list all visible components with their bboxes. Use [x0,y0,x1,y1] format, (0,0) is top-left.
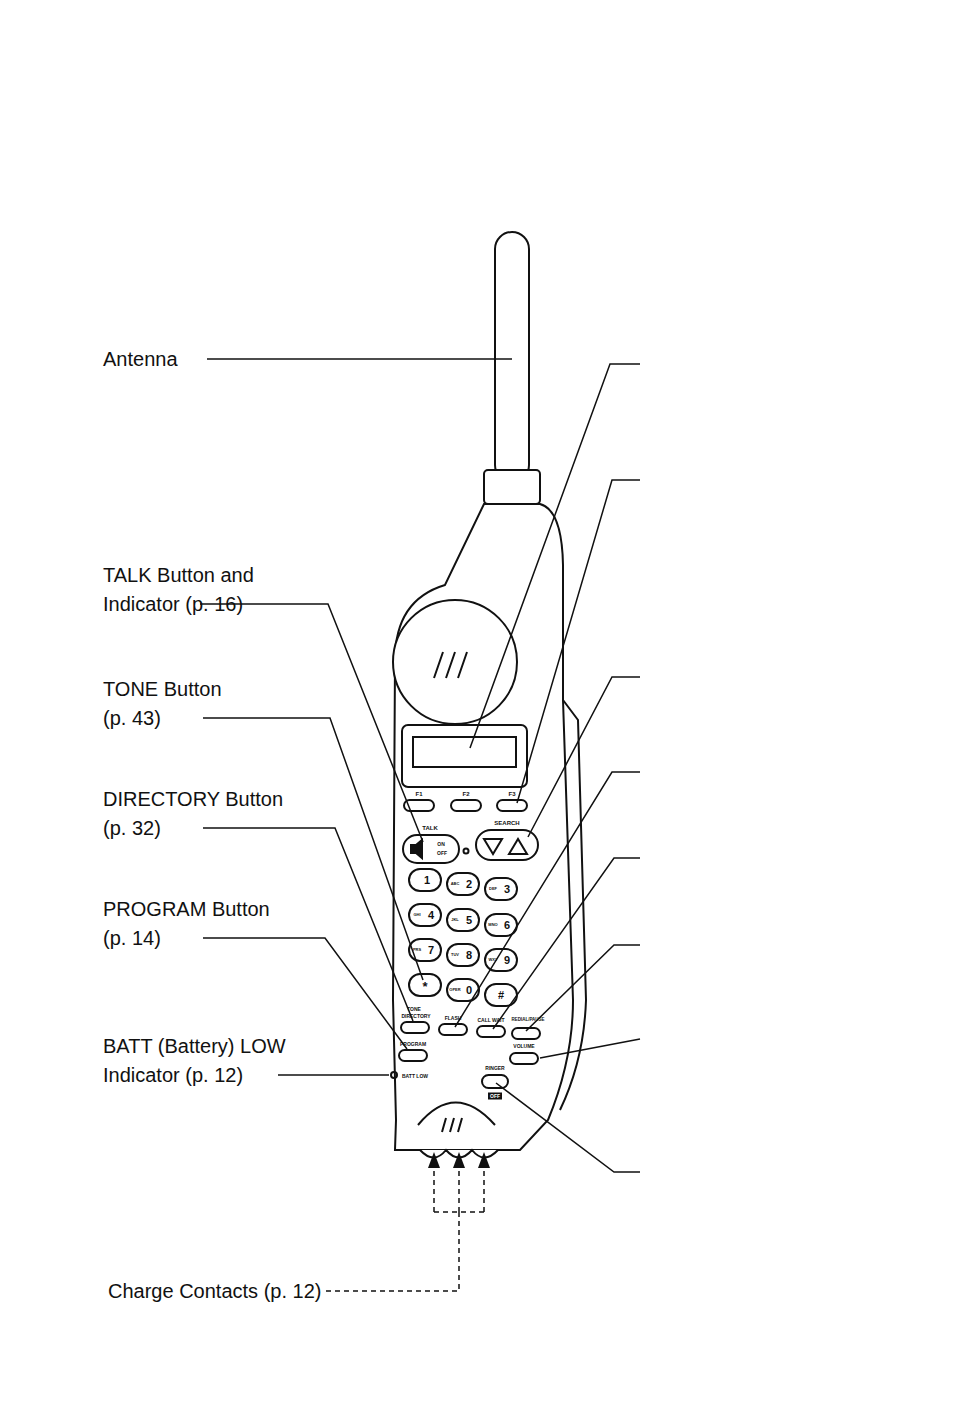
talk-icon [411,840,422,858]
button-marking: OPER [449,988,460,992]
button-marking: PROGRAM [400,1042,426,1047]
button-marking: F2 [462,791,469,797]
button-marking: 1 [424,875,430,886]
leader-lines [200,359,512,1075]
button-marking: 9 [504,955,510,966]
flash-button [439,1024,467,1035]
directory-button [401,1022,429,1033]
button-marking: 2 [466,879,472,890]
callout-label: Antenna [103,345,178,374]
button-marking: TUV [451,953,459,957]
button-marking: * [422,980,427,993]
leader-lines-right [455,364,640,1172]
callout-label: TONE Button (p. 43) [103,675,238,733]
keypad [409,869,517,1006]
earpiece [393,600,517,724]
button-marking: VOLUME [513,1044,534,1049]
button-marking: JKL [451,918,459,922]
bottom-grill [418,1103,495,1126]
search-up [509,839,527,854]
side-rail [560,700,586,1110]
bottom-grill-marks [442,1118,462,1132]
button-marking: PRS [413,948,421,952]
callout-label: TALK Button and Indicator (p. 16) [103,561,303,619]
talk-button [403,835,459,863]
button-marking: OFF [437,851,447,856]
callout-label: DIRECTORY Button (p. 32) [103,785,293,843]
lcd [413,737,516,767]
redial-button [512,1028,540,1039]
button-marking: DEF [489,887,497,891]
program-button [399,1050,427,1061]
batt-low-indicator [391,1072,397,1078]
button-marking: F1 [415,791,422,797]
button-marking: 4 [428,910,434,921]
display-bezel [402,725,527,787]
button-marking: TONE [407,1007,421,1012]
button-marking: ON [437,842,445,847]
charge-contact-lines [322,1165,484,1291]
callout-label: Charge Contacts (p. 12) [108,1277,321,1306]
button-marking: # [498,990,504,1001]
charge-contact-arrowheads [428,1152,490,1168]
f-button [497,800,527,811]
antenna [495,232,529,482]
antenna-base [484,470,540,504]
button-marking: GHI [413,913,420,917]
button-marking: WXY [488,958,497,962]
callout-label: PROGRAM Button (p. 14) [103,895,283,953]
button-marking: SEARCH [494,820,519,826]
button-marking: RINGER [485,1066,504,1071]
f-button [451,800,481,811]
earpiece-grill [434,652,467,678]
button-marking: 8 [466,950,472,961]
ringer-button [482,1075,508,1088]
button-marking: 6 [504,920,510,931]
button-marking: FLASH [445,1016,462,1021]
button-marking: CALL WAIT [477,1018,504,1023]
button-marking: DIRECTORY [401,1014,430,1019]
button-marking: OFF [488,1093,502,1100]
search-down [484,839,502,854]
button-marking: MNO [488,923,497,927]
button-marking: ABC [451,882,460,886]
button-marking: 5 [466,915,472,926]
button-marking: REDIAL/PAUSE [511,1018,544,1023]
call-wait-button [477,1026,505,1037]
handset-body [393,504,573,1150]
volume-button [510,1053,538,1064]
button-marking: F3 [508,791,515,797]
button-marking: BATT LOW [402,1074,428,1079]
talk-indicator [464,849,469,854]
button-marking: 0 [466,985,472,996]
callout-label: BATT (Battery) LOW Indicator (p. 12) [103,1032,303,1090]
button-marking: 3 [504,884,510,895]
button-marking: 7 [428,945,434,956]
button-marking: TALK [422,825,438,831]
